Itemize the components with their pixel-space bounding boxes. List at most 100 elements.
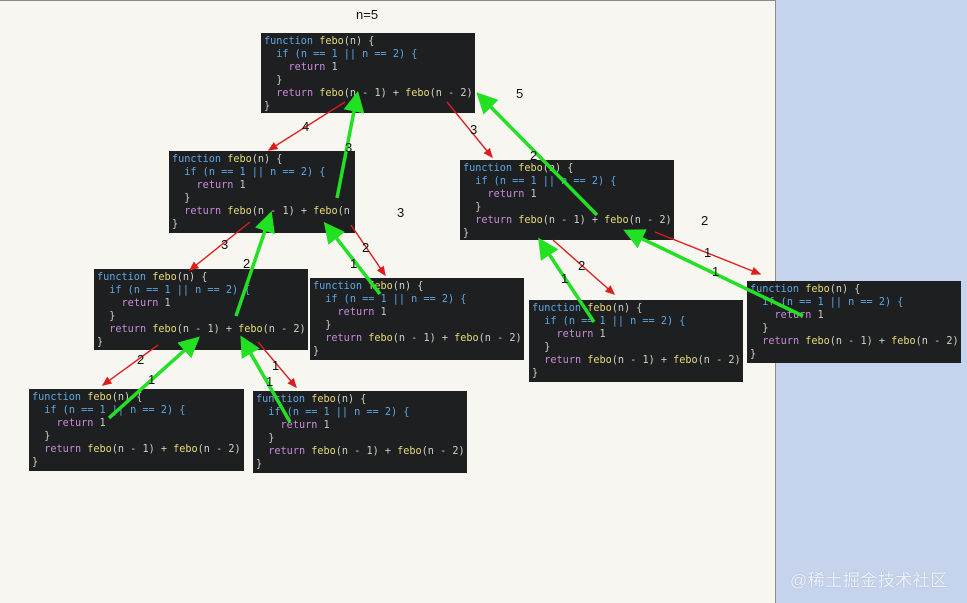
code-line: } xyxy=(313,345,521,358)
code-token: return xyxy=(288,62,326,73)
code-token: (n - 1) + xyxy=(176,324,239,335)
code-token: febo xyxy=(891,336,916,347)
code-token: (n - 1) + xyxy=(335,446,398,457)
code-token: febo xyxy=(311,446,336,457)
code-token: febo xyxy=(319,88,344,99)
code-token: return xyxy=(44,444,82,455)
code-token: return xyxy=(56,418,94,429)
code-node-l2r: function febo(n) { if (n == 1 || n == 2)… xyxy=(310,278,524,360)
code-line: } xyxy=(32,456,241,469)
code-line: if (n == 1 || n == 2) { xyxy=(532,315,740,328)
code-token: (n) { xyxy=(829,284,861,295)
code-token: } xyxy=(256,459,263,470)
code-line: function febo(n) { xyxy=(264,35,472,48)
watermark-text: @稀土掘金技术社区 xyxy=(790,571,948,590)
code-line: function febo(n) { xyxy=(750,283,958,296)
code-token: 1 xyxy=(93,418,106,429)
code-line: } xyxy=(172,192,352,205)
code-line: if (n == 1 || n == 2) { xyxy=(32,404,241,417)
code-token: (n) { xyxy=(176,272,208,283)
code-token: function xyxy=(264,36,314,47)
code-token: } xyxy=(172,219,179,230)
code-token: (n - 1) + xyxy=(611,355,674,366)
code-token: } xyxy=(325,320,332,331)
code-token: return xyxy=(184,206,222,217)
code-token: (n - 2) xyxy=(915,336,959,347)
code-line: if (n == 1 || n == 2) { xyxy=(264,48,472,61)
code-token: return xyxy=(774,310,812,321)
code-line: return 1 xyxy=(172,179,352,192)
code-line: if (n == 1 || n == 2) { xyxy=(463,175,671,188)
code-token: (n - 2) xyxy=(421,446,465,457)
code-token: febo xyxy=(238,324,263,335)
code-line: } xyxy=(97,336,305,349)
code-node-l2: function febo(n) { if (n == 1 || n == 2)… xyxy=(94,269,308,350)
code-line: return febo(n - 1) + febo(n - 2) xyxy=(32,443,241,456)
code-token: (n - 2) xyxy=(337,206,350,217)
code-token: } xyxy=(268,433,275,444)
code-line: } xyxy=(172,218,352,231)
code-token: 1 xyxy=(593,329,606,340)
code-token: return xyxy=(276,88,314,99)
code-token: febo xyxy=(805,336,830,347)
code-token: if (n == 1 || n == 2) { xyxy=(544,316,686,327)
code-token: febo xyxy=(368,281,393,292)
code-token: if (n == 1 || n == 2) { xyxy=(475,176,617,187)
code-token: febo xyxy=(87,392,112,403)
code-token: (n) { xyxy=(343,36,375,47)
code-line: return 1 xyxy=(463,188,671,201)
code-token: } xyxy=(544,342,551,353)
code-line: return 1 xyxy=(256,419,464,432)
code-line: } xyxy=(32,430,241,443)
code-line: return 1 xyxy=(97,297,305,310)
code-line: function febo(n) { xyxy=(256,393,464,406)
code-token: if (n == 1 || n == 2) { xyxy=(325,294,467,305)
code-line: function febo(n) { xyxy=(313,280,521,293)
code-line: } xyxy=(750,322,958,335)
code-line: function febo(n) { xyxy=(463,162,671,175)
code-token: 1 xyxy=(524,189,537,200)
code-token: if (n == 1 || n == 2) { xyxy=(184,167,326,178)
code-token: febo xyxy=(587,303,612,314)
code-line: } xyxy=(256,432,464,445)
code-node-r2r: function febo(n) { if (n == 1 || n == 2)… xyxy=(747,281,961,363)
code-token: } xyxy=(97,337,104,348)
code-token: } xyxy=(276,75,283,86)
code-token: return xyxy=(268,446,306,457)
code-token: febo xyxy=(319,36,344,47)
code-node-l3r: function febo(n) { if (n == 1 || n == 2)… xyxy=(253,391,467,473)
diagram-title: n=5 xyxy=(356,7,379,22)
code-token: (n - 1) + xyxy=(111,444,174,455)
code-token: febo xyxy=(587,355,612,366)
code-token: function xyxy=(750,284,800,295)
code-token: return xyxy=(121,298,159,309)
code-line: return febo(n - 1) + febo(n - 2) xyxy=(463,214,671,227)
code-token: febo xyxy=(152,272,177,283)
code-token: function xyxy=(32,392,82,403)
code-token: 1 xyxy=(233,180,246,191)
code-token: return xyxy=(196,180,234,191)
code-line: if (n == 1 || n == 2) { xyxy=(750,296,958,309)
code-token: febo xyxy=(454,333,479,344)
code-line: if (n == 1 || n == 2) { xyxy=(97,284,305,297)
code-token: (n - 1) + xyxy=(829,336,892,347)
code-token: } xyxy=(184,193,191,204)
code-line: return 1 xyxy=(750,309,958,322)
code-token: 1 xyxy=(158,298,171,309)
code-token: function xyxy=(97,272,147,283)
code-token: } xyxy=(109,311,116,322)
code-token: (n) { xyxy=(111,392,143,403)
code-line: return febo(n - 1) + febo(n - 2) xyxy=(750,335,958,348)
code-line: } xyxy=(264,74,472,87)
code-token: } xyxy=(32,457,39,468)
code-token: 1 xyxy=(325,62,338,73)
code-line: return febo(n - 1) + febo(n - 2) xyxy=(264,87,472,100)
code-token: febo xyxy=(311,394,336,405)
code-token: return xyxy=(109,324,147,335)
code-line: } xyxy=(532,341,740,354)
code-token: 1 xyxy=(374,307,387,318)
code-node-r1: function febo(n) { if (n == 1 || n == 2)… xyxy=(460,160,674,240)
code-token: febo xyxy=(805,284,830,295)
code-token: return xyxy=(762,336,800,347)
code-line: return 1 xyxy=(532,328,740,341)
